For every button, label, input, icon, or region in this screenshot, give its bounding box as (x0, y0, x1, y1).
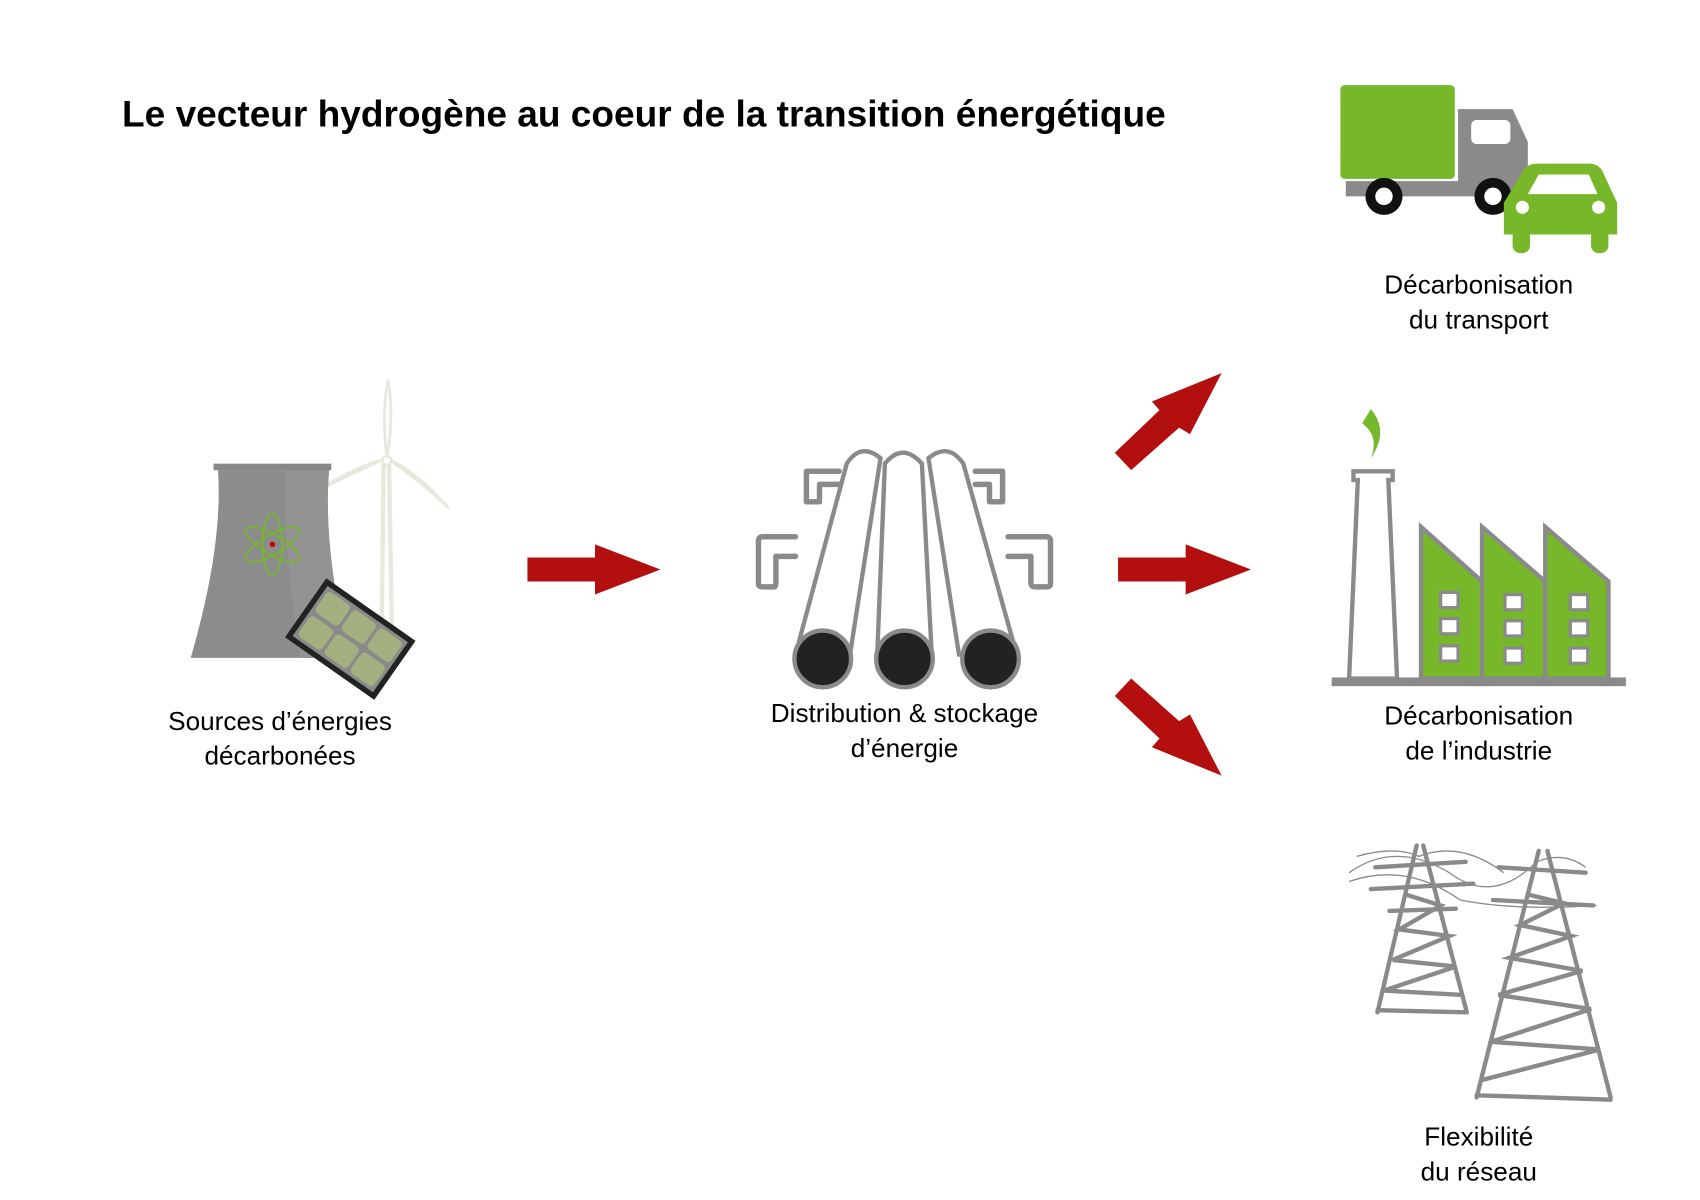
smoke-icon (1362, 409, 1381, 459)
arrow-right-icon (527, 544, 661, 595)
arrow-down-right-icon (1114, 678, 1222, 776)
distribution-label-line2: d’énergie (851, 733, 959, 763)
industry-label-line2: de l’industrie (1405, 735, 1552, 765)
arrow-right-icon (1118, 544, 1252, 595)
transport-label-line2: du transport (1409, 304, 1549, 334)
pipelines-icon (755, 449, 1054, 690)
transport-label-line1: Décarbonisation (1384, 269, 1573, 299)
factory-icon (1331, 409, 1626, 687)
sources-label-line1: Sources d’énergies (168, 706, 392, 736)
solar-panel-icon (285, 578, 416, 700)
arrow-up-right-icon (1114, 373, 1222, 471)
power-pylons-icon (1348, 843, 1613, 1102)
truck-and-car-icon (1340, 85, 1618, 254)
diagram-title: Le vecteur hydrogène au coeur de la tran… (122, 93, 1166, 135)
grid-label-line2: du réseau (1421, 1156, 1537, 1186)
grid-label-line1: Flexibilité (1424, 1121, 1533, 1151)
distribution-label-line1: Distribution & stockage (771, 698, 1038, 728)
atom-icon (244, 513, 301, 576)
energy-sources-icon (190, 379, 450, 700)
sources-label-line2: décarbonées (204, 741, 355, 771)
industry-label-line1: Décarbonisation (1384, 700, 1573, 730)
